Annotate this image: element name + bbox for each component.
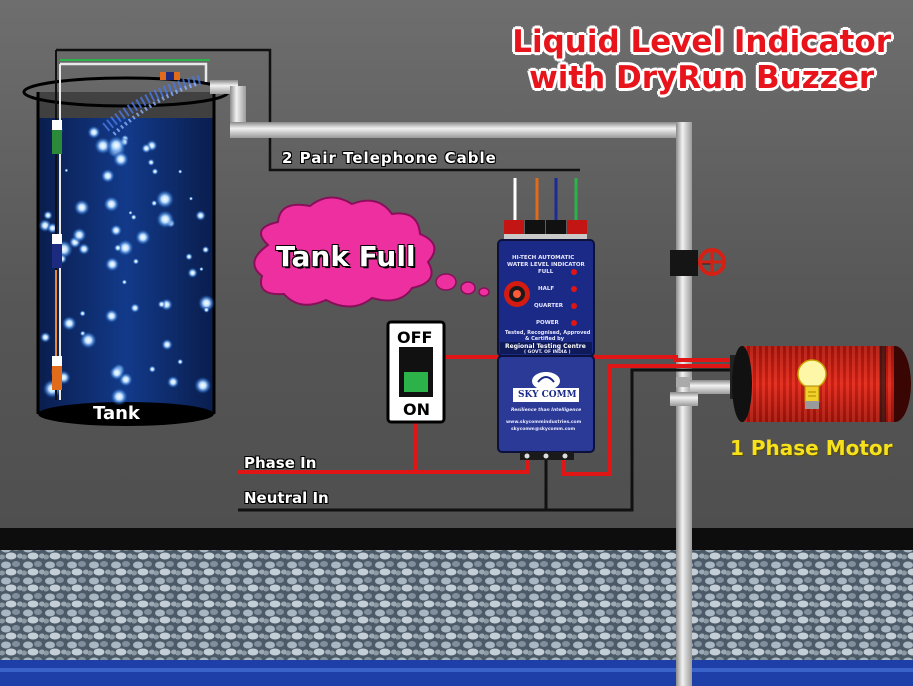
water-bubble — [79, 331, 98, 350]
tank-label: Tank — [93, 403, 140, 424]
water-bubble — [77, 242, 91, 256]
water-bubble — [201, 245, 210, 254]
water-bubble — [132, 258, 140, 265]
phase-in-label: Phase In — [244, 454, 317, 472]
water-bubble — [104, 308, 119, 324]
water-bubble — [197, 294, 215, 312]
inlet-spray — [101, 72, 202, 138]
water-table — [0, 660, 913, 686]
testing-centre-label: Regional Testing Centre — [505, 343, 586, 350]
single-phase-motor — [730, 346, 911, 422]
power-wiring — [238, 355, 740, 512]
tank-full-cloud — [253, 196, 490, 308]
controller-header-2: WATER LEVEL INDICATOR — [507, 262, 585, 268]
title-line-2: with DryRun Buzzer — [529, 60, 875, 96]
water-bubble — [39, 331, 52, 343]
switch-on-label: ON — [403, 400, 430, 419]
water-bubble — [73, 199, 91, 216]
water-bubble — [195, 210, 207, 222]
brand-tagline: Resilience than Intelligence — [511, 408, 582, 413]
motor-label: 1 Phase Motor — [730, 436, 893, 460]
water-bubble — [134, 229, 151, 246]
water-bubble — [79, 310, 86, 317]
neutral-in-label: Neutral In — [244, 489, 329, 507]
water-bubble — [147, 158, 155, 167]
level-half-label: HALF — [538, 286, 555, 292]
stone-bed — [0, 550, 913, 662]
testing-centre-sub: ( GOVT. OF INDIA ) — [524, 350, 571, 355]
water-bubble — [166, 375, 180, 389]
water-bubble — [116, 239, 134, 257]
level-power-label: POWER — [536, 320, 559, 326]
water-bubble — [113, 243, 122, 252]
controller-terminals — [504, 220, 587, 242]
water-bubble — [177, 358, 184, 365]
sensor-wires — [513, 178, 578, 222]
brand-logo: SKY COMM — [518, 390, 577, 400]
water-bubble — [130, 214, 137, 221]
main-switch — [386, 320, 446, 424]
water-bubble — [188, 196, 194, 201]
water-bubble — [161, 338, 174, 351]
gate-valve — [670, 248, 726, 276]
controller-header-1: HI-TECH AUTOMATIC — [512, 255, 575, 261]
approval-line-2: & Certified by — [525, 336, 564, 342]
water-bubble — [106, 135, 126, 156]
level-controller — [497, 239, 595, 460]
water-bubble — [104, 256, 120, 272]
water-bubble — [110, 387, 129, 406]
water-bubble — [100, 168, 116, 184]
sensor-cable — [56, 48, 580, 172]
water-bubble — [109, 224, 123, 237]
water-bubble — [43, 210, 53, 221]
water-bubble — [193, 376, 212, 395]
water-bubble — [109, 365, 125, 381]
water-bubble — [112, 151, 130, 168]
diagram-title: Liquid Level Indicator with DryRun Buzze… — [512, 24, 891, 96]
approval-line-1: Tested, Recognised, Approved — [505, 330, 591, 336]
water-bubble — [61, 315, 77, 331]
water-bubble — [128, 210, 133, 215]
water-bubble — [155, 189, 175, 209]
water-bubble — [151, 167, 159, 176]
water-bubble — [187, 267, 199, 279]
bulb-icon — [797, 359, 827, 409]
water-bubble — [121, 279, 128, 285]
water-bubble — [203, 306, 210, 313]
water-bubble — [103, 195, 120, 213]
controller-website: www.skycommindustries.com — [506, 420, 582, 425]
water-bubble — [71, 227, 87, 243]
level-sensor-probe — [52, 50, 62, 400]
water-bubble — [177, 169, 183, 174]
water-bubble — [157, 300, 166, 309]
cable-label: 2 Pair Telephone Cable — [282, 149, 497, 167]
water-bubble — [185, 252, 193, 261]
level-full-label: FULL — [538, 269, 554, 275]
water-bubble — [141, 143, 152, 154]
title-line-1: Liquid Level Indicator — [512, 24, 891, 60]
water-bubble — [148, 365, 157, 374]
ground-strip — [0, 528, 913, 550]
water-bubble — [87, 125, 101, 140]
water-bubble — [129, 302, 141, 314]
level-quarter-label: QUARTER — [534, 303, 563, 309]
tank-full-label: Tank Full — [276, 240, 416, 273]
water-bubble — [199, 266, 204, 272]
controller-email: skycomm@skycomm.com — [511, 427, 576, 432]
water-bubble — [155, 209, 175, 229]
water-bubble — [64, 168, 69, 173]
switch-off-label: OFF — [397, 328, 433, 347]
